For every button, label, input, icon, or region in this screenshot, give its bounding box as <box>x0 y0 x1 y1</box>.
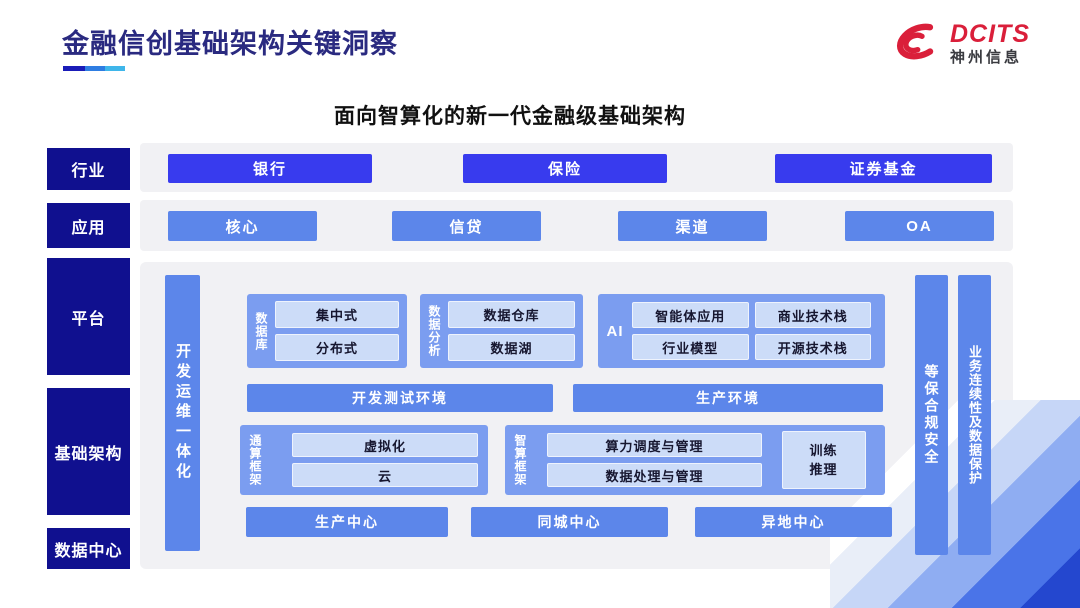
ic-item-train-inference: 训练 推理 <box>781 431 866 489</box>
center-same-city: 同城中心 <box>471 507 668 537</box>
logo-brand: DCITS <box>950 19 1030 48</box>
group-ai: AI 智能体应用 商业技术栈 行业模型 开源技术栈 <box>598 294 885 368</box>
logo-text: DCITS 神州信息 <box>950 19 1030 66</box>
gc-item-cloud: 云 <box>292 463 478 487</box>
app-item-oa: OA <box>845 211 994 241</box>
industry-item-bank: 银行 <box>168 154 372 183</box>
group-intelligent-computing-label: 智算框架 <box>513 434 527 486</box>
page-title: 金融信创基础架构关键洞察 <box>62 29 398 59</box>
analysis-item-warehouse: 数据仓库 <box>448 301 575 328</box>
logo-company: 神州信息 <box>950 48 1023 66</box>
group-database-label: 数据库 <box>254 311 268 351</box>
underline-segment <box>63 66 85 71</box>
group-general-computing-label: 通算框架 <box>248 434 262 486</box>
business-continuity-bar: 业务连续性及数据保护 <box>958 275 991 555</box>
title-underline <box>63 66 125 71</box>
industry-item-securities: 证券基金 <box>775 154 992 183</box>
underline-segment <box>85 66 105 71</box>
logo: DCITS 神州信息 <box>888 18 1030 68</box>
group-data-analysis: 数据分析 数据仓库 数据湖 <box>420 294 583 368</box>
env-dev-test: 开发测试环境 <box>247 384 553 412</box>
row-label-industry: 行业 <box>47 148 130 190</box>
env-production: 生产环境 <box>573 384 883 412</box>
analysis-item-datalake: 数据湖 <box>448 334 575 361</box>
row-label-infrastructure: 基础架构 <box>47 388 130 515</box>
ai-item-opensource-stack: 开源技术栈 <box>754 334 871 360</box>
app-item-credit: 信贷 <box>392 211 541 241</box>
group-data-analysis-label: 数据分析 <box>427 305 441 357</box>
platform-panel: 开发运维一体化 数据库 集中式 分布式 数据分析 数据仓库 数据湖 AI 智能体… <box>140 262 1013 569</box>
group-database: 数据库 集中式 分布式 <box>247 294 407 368</box>
row-label-datacenter: 数据中心 <box>47 528 130 569</box>
dcits-swirl-icon <box>897 23 934 60</box>
ai-item-industry-model: 行业模型 <box>632 334 749 360</box>
group-intelligent-computing: 智算框架 算力调度与管理 数据处理与管理 训练 推理 <box>505 425 885 495</box>
ai-item-agent-app: 智能体应用 <box>632 302 749 328</box>
group-general-computing: 通算框架 虚拟化 云 <box>240 425 488 495</box>
ic-item-compute-scheduling: 算力调度与管理 <box>547 433 762 457</box>
db-item-distributed: 分布式 <box>275 334 399 361</box>
row-label-application: 应用 <box>47 203 130 248</box>
app-item-channel: 渠道 <box>618 211 767 241</box>
gc-item-virtualization: 虚拟化 <box>292 433 478 457</box>
row-label-platform: 平台 <box>47 258 130 375</box>
diagram-subtitle: 面向智算化的新一代金融级基础架构 <box>334 105 686 128</box>
app-item-core: 核心 <box>168 211 317 241</box>
group-ai-label: AI <box>606 322 624 340</box>
industry-item-insurance: 保险 <box>463 154 667 183</box>
ic-item-data-processing: 数据处理与管理 <box>547 463 762 487</box>
center-production: 生产中心 <box>246 507 448 537</box>
underline-segment <box>105 66 125 71</box>
ai-item-commercial-stack: 商业技术栈 <box>754 302 871 328</box>
security-compliance-bar: 等保合规安全 <box>915 275 948 555</box>
devops-bar: 开发运维一体化 <box>165 275 200 551</box>
db-item-centralized: 集中式 <box>275 301 399 328</box>
center-remote: 异地中心 <box>695 507 892 537</box>
